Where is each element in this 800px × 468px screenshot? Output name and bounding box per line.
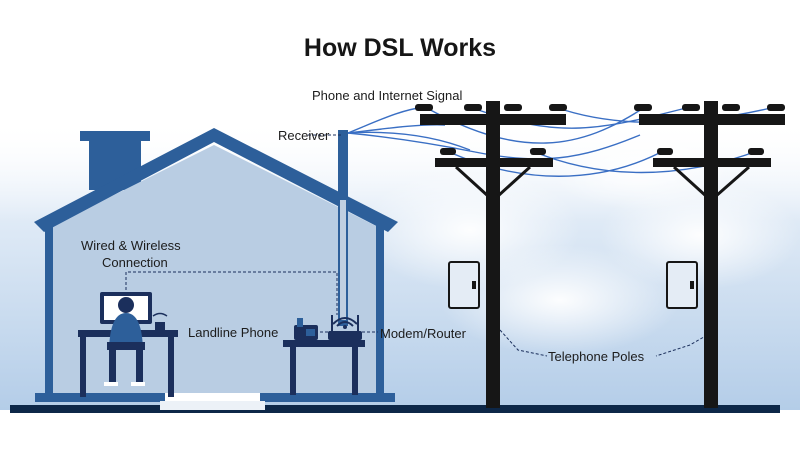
side-table-icon: [283, 340, 365, 395]
signal-label: Phone and Internet Signal: [312, 88, 463, 103]
modem-router-label: Modem/Router: [380, 326, 466, 341]
receiver-label: Receiver: [278, 128, 330, 143]
junction-box-right-icon: [666, 261, 698, 309]
telephone-pole-left-icon: [415, 101, 567, 408]
landline-phone-icon: [294, 318, 318, 340]
wired-wireless-label-line1: Wired & Wireless: [81, 238, 181, 253]
ground: [10, 405, 780, 413]
landline-phone-label: Landline Phone: [188, 325, 279, 340]
telephone-poles-label: Telephone Poles: [548, 349, 645, 364]
person-icon: [104, 297, 145, 386]
diagram-title: How DSL Works: [303, 34, 497, 62]
wifi-router-icon: [328, 315, 362, 340]
small-router-icon: [152, 312, 168, 331]
connection-dashed-lines: [125, 134, 717, 357]
telephone-pole-right-icon: [634, 101, 785, 408]
junction-box-left-icon: [448, 261, 480, 309]
wired-wireless-label-line2: Connection: [102, 255, 168, 270]
